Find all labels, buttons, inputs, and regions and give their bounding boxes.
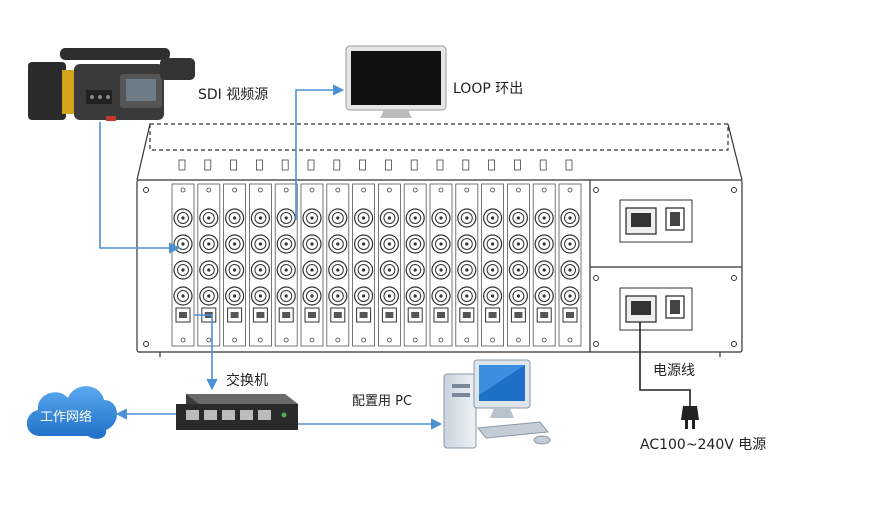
switch-icon [176,394,298,430]
card-slot [274,159,298,347]
screw-icon [593,341,599,347]
pc-icon [443,359,551,449]
power-cord-line [639,322,691,406]
card-slot [300,159,324,347]
cloud-icon [26,386,118,439]
camcorder-icon [28,48,195,121]
power-module [619,287,693,331]
card-slot [248,159,272,347]
card-slot [377,159,401,347]
config-pc-label: 配置用 PC [352,394,413,409]
switch-label: 交换机 [226,373,268,389]
card-slot [455,159,479,347]
card-slots [171,159,582,347]
card-slot [197,159,221,347]
screw-icon [593,187,599,193]
screw-icon [593,275,599,281]
card-slot [532,159,556,347]
work-network-label: 工作网络 [40,410,93,425]
sdi-source-label: SDI 视频源 [198,87,269,103]
screw-icon [731,341,737,347]
screw-icon [143,341,149,347]
plug-icon [681,406,699,429]
connection-lines [99,84,443,430]
screw-icon [731,275,737,281]
power-modules [143,187,737,347]
card-slot [558,159,582,347]
card-slot [506,159,530,347]
card-slot [352,159,376,347]
loop-out-label: LOOP 环出 [453,81,524,97]
power-cord-label: 电源线 [653,363,695,379]
power-module [619,199,693,243]
screw-icon [143,187,149,193]
chassis-frame [136,123,743,357]
card-slot [223,159,247,347]
card-slot [481,159,505,347]
monitor-icon [345,45,447,118]
ac-power-label: AC100~240V 电源 [640,437,767,453]
card-slot [429,159,453,347]
card-slot [326,159,350,347]
card-slot [403,159,427,347]
card-slot [171,159,195,347]
screw-icon [731,187,737,193]
